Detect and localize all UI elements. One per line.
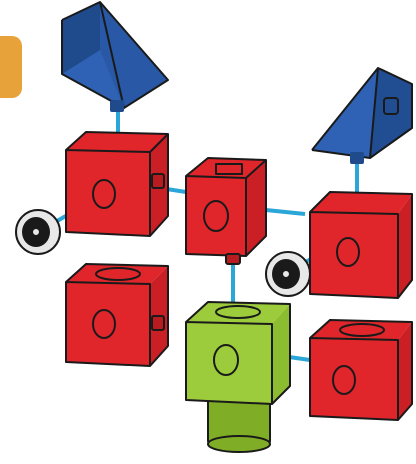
green-cube-with-peg [186,302,290,452]
red-cube-bottom-left [66,264,168,366]
blue-wedge-right [312,68,412,164]
red-cube-bottom-right [310,320,412,420]
blue-wedge-left [62,2,168,112]
wheel-right [266,252,310,296]
connector-center-to-right [266,210,305,214]
red-cube-top-right [310,192,412,298]
wheel-left [16,210,60,254]
red-cube-top-left [66,132,168,236]
red-cube-top-center [186,158,266,264]
